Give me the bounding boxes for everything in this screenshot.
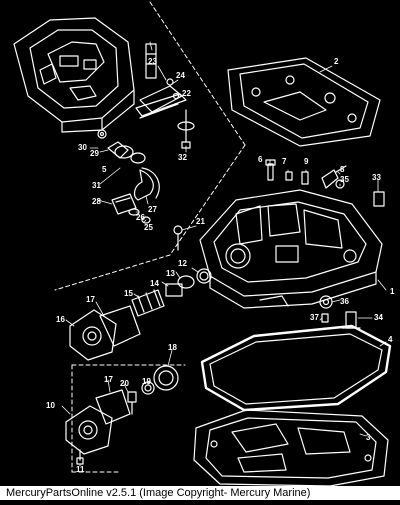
callout-labels: 1 2 3 4 5 6 7 8 9 10 11 12 13 14 15 16 1… xyxy=(46,57,395,474)
separator-lines xyxy=(54,1,246,473)
callout-17-upper: 17 xyxy=(86,295,95,304)
callout-26: 26 xyxy=(136,213,145,222)
callout-9: 9 xyxy=(304,157,309,166)
top-hardware xyxy=(173,159,385,329)
bottom-gasket xyxy=(193,409,389,487)
callout-23: 23 xyxy=(148,57,157,66)
callout-11: 11 xyxy=(76,465,85,474)
hose-assembly xyxy=(97,129,160,224)
lower-small-parts xyxy=(127,365,179,415)
callout-29: 29 xyxy=(90,149,99,158)
large-gasket xyxy=(200,324,392,412)
callout-3: 3 xyxy=(366,433,371,442)
callout-12: 12 xyxy=(178,259,187,268)
main-housing xyxy=(199,189,383,309)
callout-4: 4 xyxy=(388,335,393,344)
callout-20: 20 xyxy=(120,379,129,388)
inset-housing xyxy=(13,17,135,133)
leader-lines xyxy=(61,41,387,467)
callout-7: 7 xyxy=(282,157,287,166)
callout-15: 15 xyxy=(124,289,133,298)
pump-line-parts xyxy=(131,268,212,317)
callout-19: 19 xyxy=(142,377,151,386)
callout-8: 8 xyxy=(340,165,345,174)
callout-31: 31 xyxy=(92,181,101,190)
inset-small-parts xyxy=(135,43,195,149)
callout-10: 10 xyxy=(46,401,55,410)
callout-13: 13 xyxy=(166,269,175,278)
callout-5: 5 xyxy=(102,165,107,174)
callout-22: 22 xyxy=(182,89,191,98)
callout-30: 30 xyxy=(78,143,87,152)
callout-14: 14 xyxy=(150,279,159,288)
callout-2: 2 xyxy=(334,57,339,66)
callout-34: 34 xyxy=(374,313,383,322)
cover-upper xyxy=(69,305,141,361)
callout-28: 28 xyxy=(92,197,101,206)
callout-16: 16 xyxy=(56,315,65,324)
copyright-footer: MercuryPartsOnline v2.5.1 (Image Copyrig… xyxy=(0,486,400,500)
callout-33: 33 xyxy=(372,173,381,182)
callout-17-lower: 17 xyxy=(104,375,113,384)
callout-6: 6 xyxy=(258,155,263,164)
callout-24: 24 xyxy=(176,71,185,80)
callout-1: 1 xyxy=(390,287,395,296)
callout-36: 36 xyxy=(340,297,349,306)
callout-37: 37 xyxy=(310,313,319,322)
callout-27: 27 xyxy=(148,205,157,214)
callout-32: 32 xyxy=(178,153,187,162)
callout-18: 18 xyxy=(168,343,177,352)
cover-lower xyxy=(65,389,131,465)
callout-25: 25 xyxy=(144,223,153,232)
callout-21: 21 xyxy=(196,217,205,226)
top-gasket xyxy=(227,57,381,147)
callout-35: 35 xyxy=(340,175,349,184)
